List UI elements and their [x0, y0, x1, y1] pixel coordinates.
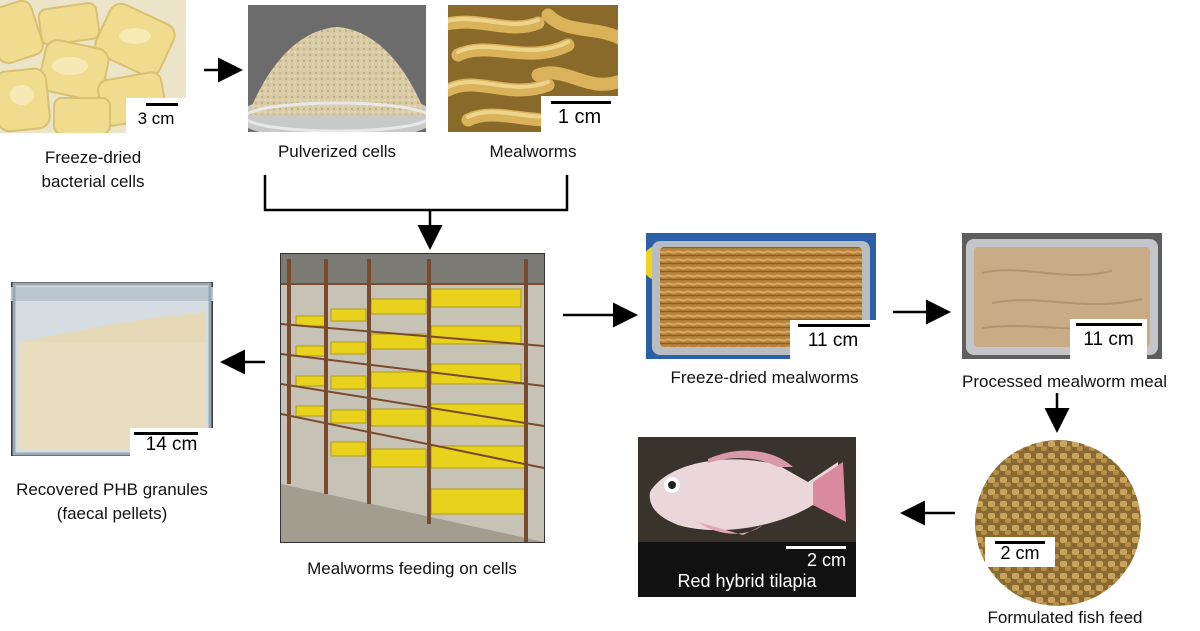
- mealworms-feeding-photo: [280, 253, 545, 543]
- scale-bar-tilapia: [786, 546, 846, 549]
- scale-bar-freeze-dried-mealworms: 11 cm: [790, 320, 876, 359]
- scale-bar-mealworms: 1 cm: [541, 96, 618, 132]
- scale-bar-fish-feed: 2 cm: [985, 537, 1055, 567]
- scale-bar-label: 1 cm: [541, 106, 618, 129]
- scale-bar-cells: 3 cm: [126, 98, 186, 133]
- caption-recovered-phb: Recovered PHB granules (faecal pellets): [0, 478, 224, 526]
- caption-mealworms: Mealworms: [448, 142, 618, 162]
- scale-bar-label: 2 cm: [807, 550, 846, 571]
- scale-bar-label: 2 cm: [985, 543, 1055, 564]
- caption-pulverized-cells: Pulverized cells: [248, 142, 426, 162]
- caption-fish-feed: Formulated fish feed: [950, 608, 1180, 628]
- caption-freeze-dried-cells: Freeze-dried bacterial cells: [0, 146, 186, 194]
- tilapia-label-box: 2 cm Red hybrid tilapia: [638, 542, 856, 597]
- scale-bar-processed-meal: 11 cm: [1070, 319, 1147, 359]
- connector-bracket: [265, 175, 567, 210]
- scale-bar-label: 3 cm: [126, 109, 186, 129]
- caption-freeze-dried-mealworms: Freeze-dried mealworms: [632, 368, 897, 388]
- scale-bar-label: 11 cm: [790, 330, 876, 352]
- caption-mealworms-feeding: Mealworms feeding on cells: [262, 559, 562, 579]
- pulverized-cells-photo: [248, 5, 426, 132]
- scale-bar-phb: 14 cm: [130, 428, 213, 456]
- scale-bar-label: 14 cm: [130, 434, 213, 456]
- caption-tilapia: Red hybrid tilapia: [638, 571, 856, 592]
- caption-processed-meal: Processed mealworm meal: [932, 372, 1197, 392]
- fish-feed-photo: [975, 440, 1141, 606]
- scale-bar-label: 11 cm: [1070, 329, 1147, 351]
